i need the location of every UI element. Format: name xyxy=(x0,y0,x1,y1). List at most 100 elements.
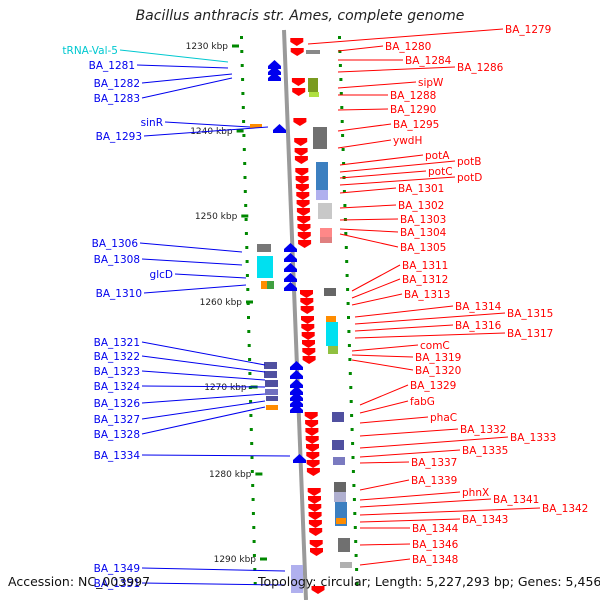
right-gene-label[interactable]: BA_1348 xyxy=(412,554,458,566)
left-gene-label[interactable]: BA_1349 xyxy=(94,563,140,575)
gene-feature-block xyxy=(261,281,267,289)
right-gene-label[interactable]: BA_1315 xyxy=(507,308,553,320)
right-gene-label[interactable]: BA_1311 xyxy=(402,260,448,272)
page-title: Bacillus anthracis str. Ames, complete g… xyxy=(135,8,465,24)
forward-gene-arrow xyxy=(290,48,304,56)
right-gene-label[interactable]: BA_1288 xyxy=(390,90,436,102)
right-gene-label[interactable]: BA_1342 xyxy=(542,503,588,515)
gene-leader-line xyxy=(141,341,266,366)
right-gene-label[interactable]: BA_1280 xyxy=(385,41,431,53)
right-gene-label[interactable]: sipW xyxy=(418,77,444,89)
right-gene-label[interactable]: potB xyxy=(457,156,481,168)
right-gene-label[interactable]: BA_1314 xyxy=(455,301,502,313)
left-guide-dot xyxy=(250,470,254,473)
gene-feature-block xyxy=(326,316,336,322)
left-guide-dot xyxy=(247,344,251,347)
right-gene-label[interactable]: potC xyxy=(428,166,453,178)
right-guide-dot xyxy=(341,134,345,137)
right-gene-label[interactable]: BA_1316 xyxy=(455,320,502,332)
left-guide-dot xyxy=(248,386,252,389)
right-gene-label[interactable]: comC xyxy=(420,340,450,352)
left-gene-label[interactable]: BA_1327 xyxy=(94,414,140,426)
left-gene-label[interactable]: glcD xyxy=(150,269,173,281)
right-gene-label[interactable]: BA_1303 xyxy=(400,214,446,226)
left-gene-label[interactable]: BA_1283 xyxy=(94,93,140,105)
left-gene-label[interactable]: sinR xyxy=(141,117,163,129)
left-gene-label[interactable]: BA_1322 xyxy=(94,351,140,363)
right-gene-label[interactable]: ywdH xyxy=(393,135,422,147)
left-gene-label[interactable]: BA_1306 xyxy=(92,238,139,250)
right-gene-label[interactable]: BA_1286 xyxy=(457,62,504,74)
left-gene-label[interactable]: BA_1321 xyxy=(94,337,140,349)
left-gene-label[interactable]: BA_1293 xyxy=(96,131,142,143)
right-gene-label[interactable]: BA_1279 xyxy=(505,24,551,36)
right-gene-label[interactable]: BA_1319 xyxy=(415,352,461,364)
forward-gene-arrow xyxy=(309,540,323,548)
left-guide-dot xyxy=(243,176,247,179)
left-gene-label[interactable]: BA_1310 xyxy=(96,288,142,300)
right-guide-dot xyxy=(352,498,356,501)
right-gene-label[interactable]: BA_1346 xyxy=(412,539,459,551)
left-guide-dot xyxy=(241,106,245,109)
left-guide-dot xyxy=(245,246,249,249)
right-guide-dot xyxy=(349,400,353,403)
right-gene-label[interactable]: BA_1301 xyxy=(398,183,444,195)
left-gene-label[interactable]: BA_1281 xyxy=(89,60,135,72)
gene-leader-line xyxy=(354,324,454,332)
gene-leader-line xyxy=(354,332,506,339)
right-gene-label[interactable]: BA_1320 xyxy=(415,365,461,377)
forward-gene-arrow xyxy=(300,306,314,314)
gene-leader-line xyxy=(164,121,251,128)
gene-leader-line xyxy=(174,273,247,279)
right-gene-label[interactable]: BA_1295 xyxy=(393,119,439,131)
right-gene-label[interactable]: BA_1339 xyxy=(411,475,457,487)
left-gene-label[interactable]: BA_1282 xyxy=(94,78,140,90)
forward-gene-arrow xyxy=(308,512,322,520)
right-gene-label[interactable]: BA_1333 xyxy=(510,432,556,444)
right-gene-label[interactable]: BA_1312 xyxy=(402,274,448,286)
right-gene-label[interactable]: BA_1290 xyxy=(390,104,436,116)
right-gene-label[interactable]: BA_1343 xyxy=(462,514,508,526)
gene-leader-line xyxy=(359,416,429,424)
reverse-gene-arrow xyxy=(284,243,297,252)
ruler-tick xyxy=(260,557,267,561)
right-gene-label[interactable]: BA_1304 xyxy=(400,227,447,239)
left-guide-dot xyxy=(244,204,248,207)
left-gene-label[interactable]: BA_1334 xyxy=(94,450,141,462)
right-gene-label[interactable]: BA_1341 xyxy=(493,494,539,506)
left-gene-label[interactable]: BA_1326 xyxy=(94,398,141,410)
right-gene-label[interactable]: BA_1329 xyxy=(410,380,456,392)
right-gene-label[interactable]: BA_1305 xyxy=(400,242,446,254)
right-gene-label[interactable]: potD xyxy=(457,172,482,184)
right-gene-label[interactable]: BA_1337 xyxy=(411,457,457,469)
right-gene-label[interactable]: phnX xyxy=(462,487,489,499)
gene-leader-line xyxy=(354,312,506,325)
right-gene-label[interactable]: phaC xyxy=(430,412,457,424)
left-gene-label[interactable]: BA_1323 xyxy=(94,366,140,378)
forward-genes xyxy=(290,38,325,594)
right-gene-label[interactable]: BA_1313 xyxy=(404,289,450,301)
right-guide-dot xyxy=(351,442,355,445)
right-gene-label[interactable]: BA_1335 xyxy=(462,445,508,457)
gene-feature-block xyxy=(306,50,320,54)
right-gene-label[interactable]: potA xyxy=(425,150,450,162)
gene-leader-line xyxy=(307,28,504,45)
gene-feature-block xyxy=(336,518,346,524)
right-gene-label[interactable]: BA_1284 xyxy=(405,55,452,67)
left-guide-dot xyxy=(242,120,246,123)
left-gene-label[interactable]: BA_1351 xyxy=(94,578,140,590)
right-gene-label[interactable]: BA_1332 xyxy=(460,424,506,436)
right-gene-label[interactable]: BA_1344 xyxy=(412,523,459,535)
gene-leader-line xyxy=(359,449,461,458)
left-gene-label[interactable]: BA_1324 xyxy=(94,381,141,393)
ruler-tick-label: 1250 kbp xyxy=(195,212,238,222)
left-gene-label[interactable]: BA_1328 xyxy=(94,429,140,441)
gene-leader-line xyxy=(354,305,454,318)
right-gene-label[interactable]: fabG xyxy=(410,396,435,408)
forward-gene-arrow xyxy=(308,504,322,512)
left-guide-dot xyxy=(248,372,252,375)
right-gene-label[interactable]: BA_1317 xyxy=(507,328,553,340)
left-gene-label[interactable]: BA_1308 xyxy=(94,254,140,266)
left-gene-label[interactable]: tRNA-Val-5 xyxy=(62,45,118,57)
right-gene-label[interactable]: BA_1302 xyxy=(398,200,444,212)
